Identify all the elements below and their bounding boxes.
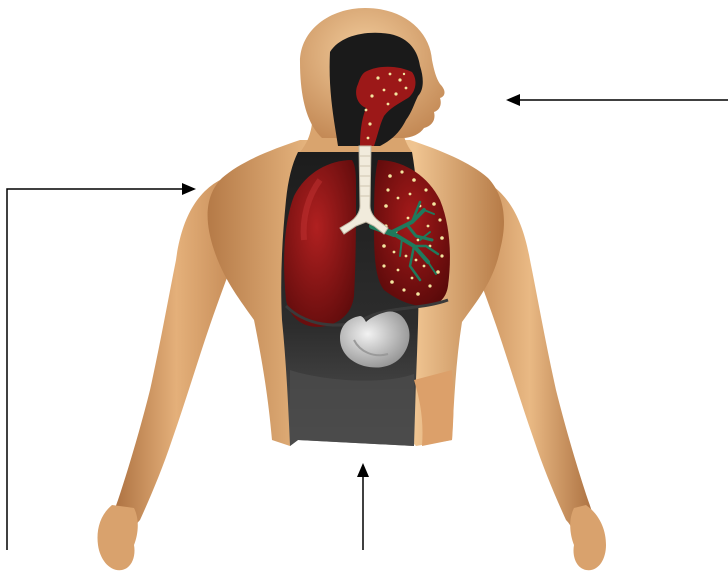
stomach — [340, 311, 409, 367]
left-hand — [98, 505, 138, 570]
abdominal-cavity — [290, 370, 414, 446]
right-hand — [570, 505, 606, 570]
